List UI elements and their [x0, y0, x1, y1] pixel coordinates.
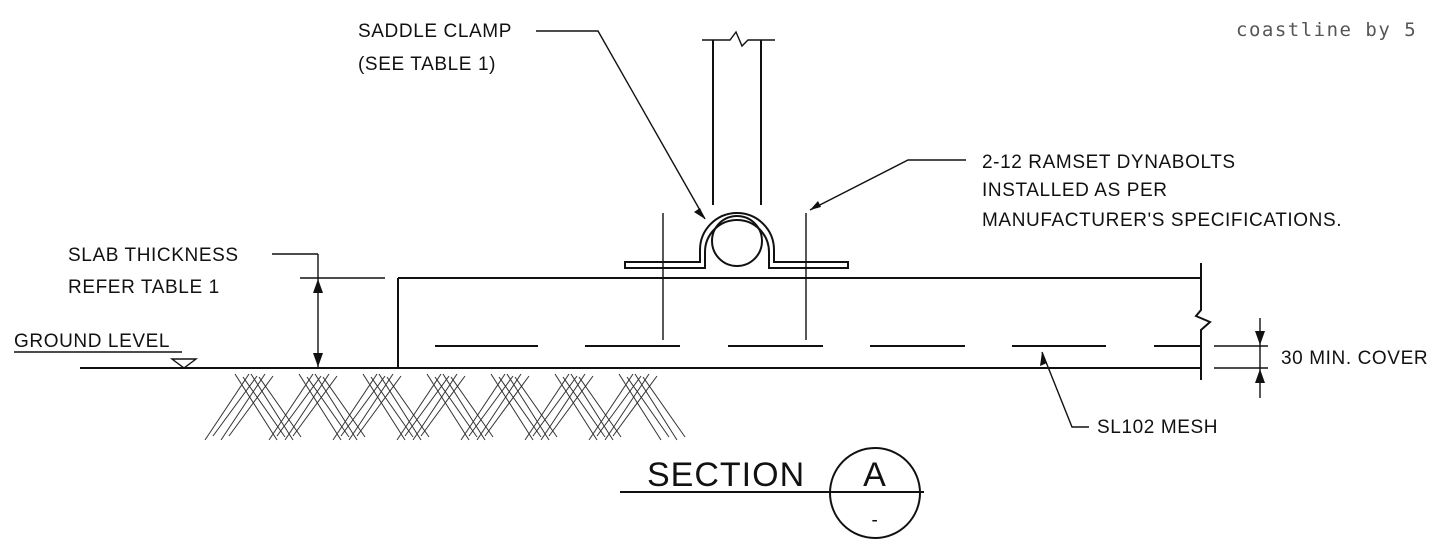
- mesh-arrowhead-icon: [1040, 352, 1047, 366]
- hatch-stroke: [426, 373, 470, 441]
- ground-hatching: [204, 373, 686, 441]
- dynabolts-label-line2: INSTALLED AS PER: [982, 180, 1168, 201]
- hatch-stroke: [578, 376, 622, 438]
- hatch-stroke: [626, 376, 670, 438]
- section-sheet-ref: -: [872, 510, 879, 531]
- section-letter: A: [863, 456, 887, 494]
- hatch-stroke: [306, 376, 350, 438]
- dynabolts-label-line3: MANUFACTURER'S SPECIFICATIONS.: [982, 210, 1342, 231]
- hatch-stroke: [234, 373, 278, 441]
- hatch-stroke: [434, 376, 478, 438]
- ground-level-label: GROUND LEVEL: [14, 331, 170, 352]
- hatch-stroke: [362, 373, 406, 441]
- post: [702, 30, 775, 205]
- section-title: SECTION: [647, 456, 805, 494]
- pipe-section: [711, 215, 763, 267]
- dynabolts-arrowhead-icon: [810, 201, 821, 210]
- hatch-stroke: [314, 373, 358, 441]
- saddle-clamp-ref-label: (SEE TABLE 1): [358, 54, 496, 75]
- cover-arrow-bottom-icon: [1255, 369, 1265, 383]
- cover-arrow-top-icon: [1255, 331, 1265, 345]
- hatch-stroke: [514, 376, 558, 438]
- hatch-stroke: [642, 376, 686, 438]
- hatch-stroke: [490, 373, 534, 441]
- section-marker-circle: [829, 447, 921, 539]
- hatch-stroke: [386, 376, 430, 438]
- slab-thickness-arrow-top-icon: [313, 279, 323, 293]
- slab-thickness-label-line2: REFER TABLE 1: [68, 277, 220, 298]
- hatch-stroke: [258, 376, 302, 438]
- hatch-stroke: [250, 373, 294, 441]
- hatch-stroke: [442, 373, 486, 441]
- ground-level-marker-icon: [169, 358, 199, 369]
- saddle-clamp-label: SADDLE CLAMP: [358, 21, 512, 42]
- concrete-slab: [397, 263, 1212, 380]
- saddle-clamp-leader: [536, 30, 706, 220]
- hatch-stroke: [506, 373, 550, 441]
- hatch-stroke: [370, 376, 414, 438]
- slab-thickness-arrow-bottom-icon: [313, 353, 323, 367]
- hatch-stroke: [242, 376, 286, 438]
- hatch-stroke: [562, 376, 606, 438]
- watermark-text: coastline by 5: [1236, 19, 1417, 41]
- hatch-stroke: [634, 373, 678, 441]
- mesh-leader: [1041, 351, 1089, 428]
- dynabolts-leader: [809, 159, 966, 211]
- hatch-stroke: [618, 373, 662, 441]
- mesh-label: SL102 MESH: [1097, 417, 1218, 438]
- hatch-stroke: [570, 373, 614, 441]
- saddle-clamp: [624, 212, 849, 269]
- dynabolts-label-line1: 2-12 RAMSET DYNABOLTS: [982, 152, 1236, 173]
- hatch-stroke: [554, 373, 598, 441]
- slab-thickness-label-line1: SLAB THICKNESS: [68, 245, 239, 266]
- cover-label: 30 MIN. COVER: [1281, 348, 1428, 369]
- hatch-stroke: [378, 373, 422, 441]
- hatch-stroke: [322, 376, 366, 438]
- hatch-stroke: [298, 373, 342, 441]
- saddle-clamp-arrowhead-icon: [694, 208, 705, 219]
- hatch-stroke: [498, 376, 542, 438]
- hatch-stroke: [450, 376, 494, 438]
